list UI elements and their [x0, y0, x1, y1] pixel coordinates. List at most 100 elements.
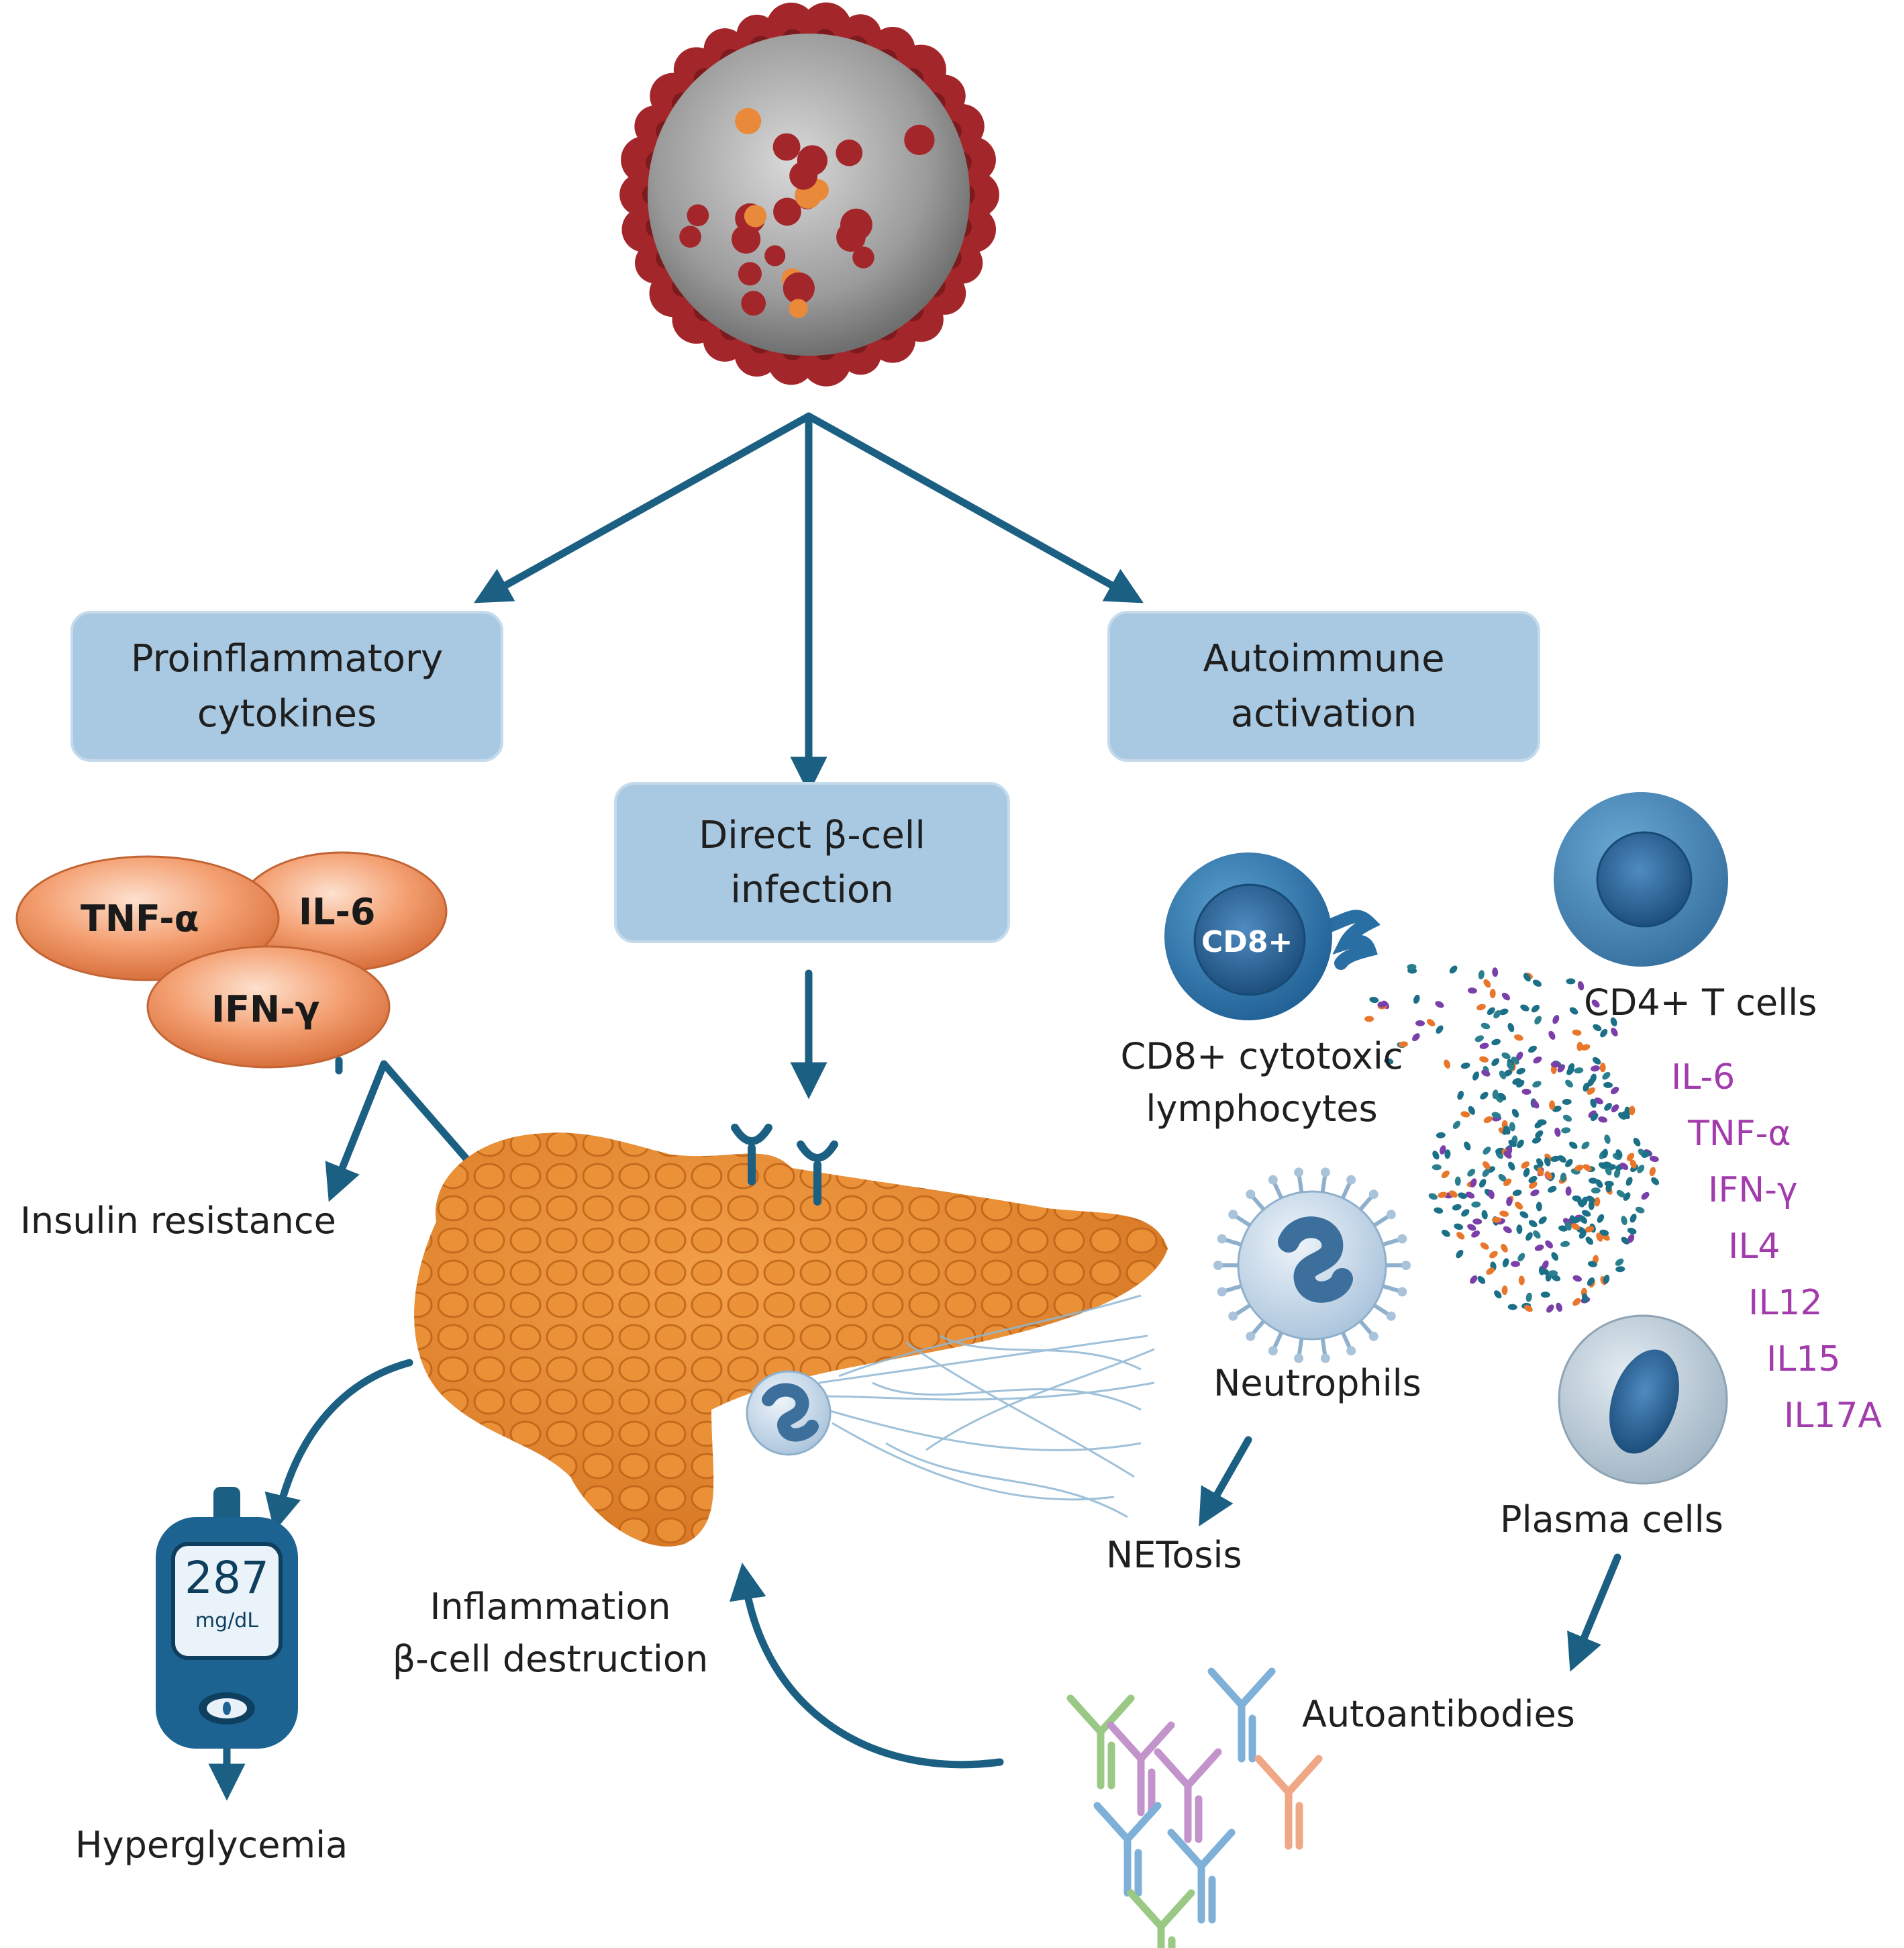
neutrophil-spike-tip [1217, 1287, 1227, 1297]
cytokine-particle [1491, 1216, 1501, 1223]
cytokine-particle [1465, 1191, 1475, 1199]
cytokine-particle [1642, 1151, 1650, 1158]
cytokine-particle [1507, 1304, 1517, 1310]
cytokine-particle [1501, 1285, 1508, 1296]
neutrophil-spike-tip [1346, 1346, 1356, 1356]
cytokine-particle [1548, 1270, 1558, 1277]
cd8-marker-label: CD8+ [1201, 925, 1293, 959]
cytokine-particle [1481, 1069, 1491, 1077]
cytokine-particle [1457, 1090, 1464, 1100]
cytokine-particle [1550, 1061, 1560, 1068]
cytokine-particle [1532, 1100, 1540, 1109]
cytokine-particle [1519, 1211, 1529, 1218]
cytokine-particle [1601, 1149, 1608, 1159]
coronavirus-icon [619, 2, 999, 387]
virus-surface-protein [789, 299, 808, 318]
cytokine-particle [1599, 1063, 1606, 1073]
antibody-icon [1107, 1721, 1175, 1816]
cytokine-particle [1474, 1035, 1484, 1042]
cytokine-particle [1384, 1058, 1394, 1065]
cytokine-particle [1438, 1191, 1448, 1198]
antibody-icon [1254, 1755, 1323, 1850]
cytokine-particle [1487, 1007, 1495, 1016]
cytokine-particle [1440, 1145, 1446, 1155]
cytokine-particle [1476, 1004, 1486, 1011]
cytokine-particle [1483, 1147, 1491, 1155]
cytokine-particle [1413, 994, 1420, 1004]
cytokine-list-il15: IL15 [1766, 1339, 1841, 1379]
cytokine-particle [1552, 1015, 1560, 1024]
antibody-arm [1154, 1748, 1192, 1790]
virus-surface-protein [789, 161, 818, 190]
cytokine-particle [1456, 1232, 1465, 1240]
cytokine-particle [1531, 1004, 1540, 1013]
cytokine-particle [1521, 1088, 1532, 1095]
antibody-arm [1197, 1829, 1236, 1870]
neutrophil-spike-tip [1213, 1261, 1223, 1270]
cytokine-particle [1561, 1127, 1571, 1134]
insulin-resistance-label: Insulin resistance [20, 1200, 336, 1242]
cytokine-particle [1603, 1081, 1613, 1088]
cytokine-particle [1581, 1196, 1588, 1206]
cytokine-particle [1599, 1229, 1609, 1236]
antibody-arm [1254, 1755, 1293, 1796]
cytokine-particle [1503, 1178, 1512, 1187]
cytokine-list-ifn: IFN-γ [1708, 1170, 1798, 1210]
antibody-icon [1154, 1748, 1222, 1843]
cytokine-particle [1441, 1170, 1450, 1179]
cytokine-particle [1627, 1234, 1635, 1243]
neutrophil-spike-tip [1368, 1189, 1379, 1200]
virus-surface-protein [836, 222, 866, 252]
cytokine-particle [1603, 1274, 1610, 1284]
autoimmune-activation-box: Autoimmune activation [1107, 611, 1540, 762]
cytokine-particle [1615, 1266, 1625, 1273]
cytokine-particle [1502, 1258, 1509, 1267]
cytokine-particle [1566, 978, 1576, 985]
antibody-arm [1097, 1694, 1135, 1736]
virus-surface-protein [773, 197, 801, 226]
cytokine-particle [1503, 1151, 1512, 1159]
cytokine-particle [1594, 1097, 1603, 1105]
cytokine-particle [1588, 1177, 1598, 1184]
cytokine-particle [1507, 1062, 1515, 1071]
cytokine-particle [1596, 1232, 1603, 1242]
cytokine-particle [1488, 1189, 1495, 1200]
cytokine-particle [1549, 1100, 1556, 1110]
cytokine-particle [1602, 1161, 1612, 1168]
proinflammatory-cytokines-box: Proinflammatory cytokines [70, 611, 503, 762]
cytokine-particle [1560, 1172, 1566, 1182]
virus-surface-protein [744, 205, 767, 228]
virus-surface-protein [679, 226, 701, 248]
cytokine-particle [1506, 1196, 1513, 1206]
cytokine-particle [1528, 1045, 1537, 1053]
cytokine-particle [1572, 1029, 1582, 1036]
cytokine-particle [1534, 1016, 1542, 1025]
neutrophil-in-pancreas-icon [746, 1370, 832, 1456]
cytokine-particle [1533, 1230, 1541, 1239]
proinflammatory-box-line-2: cytokines [197, 691, 377, 736]
cytokine-particle [1548, 1030, 1556, 1040]
direct-box-line-2: infection [730, 868, 894, 912]
cytokine-particle [1602, 1071, 1611, 1080]
cytokine-list-il12: IL12 [1748, 1283, 1823, 1323]
cytokine-particle [1593, 1024, 1602, 1032]
cytokine-particle [1427, 1018, 1436, 1027]
antibody-icon [1066, 1694, 1135, 1790]
cytokine-particle [1579, 1215, 1587, 1224]
cytokine-particle [1546, 1304, 1554, 1313]
cytokine-particle [1449, 1190, 1458, 1198]
cytokine-particle [1525, 1292, 1532, 1302]
cytokine-particle [1428, 1193, 1438, 1200]
cd4-t-cells-label: CD4+ T cells [1584, 981, 1817, 1024]
neutrophil-spike-tip [1397, 1287, 1407, 1297]
cytokine-particle [1492, 967, 1499, 977]
cytokine-particle [1538, 1216, 1547, 1224]
cytokine-particle [1511, 1261, 1520, 1267]
antibody-arm [1184, 1748, 1222, 1790]
cytokine-particle [1540, 1268, 1550, 1275]
cytokine-particle [1499, 1008, 1509, 1016]
cytokine-particle [1432, 1151, 1440, 1160]
cytokine-particle [1398, 1041, 1408, 1048]
cytokine-particle [1515, 1051, 1523, 1061]
